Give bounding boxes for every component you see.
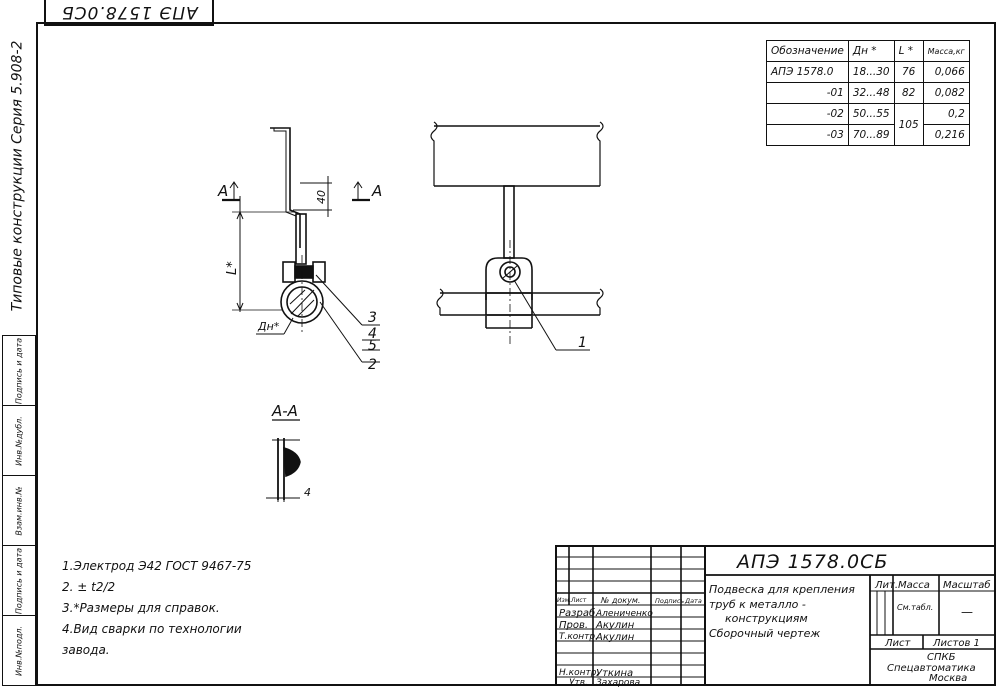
- sheet-label: Лист: [885, 638, 911, 649]
- org-2: Спецавтоматика: [887, 663, 976, 674]
- note-3: 3.*Размеры для справок.: [62, 601, 220, 615]
- note-5: завода.: [62, 643, 110, 657]
- nut-left: [282, 261, 296, 283]
- pos-2: 2: [368, 357, 377, 373]
- angle-profile: [270, 127, 301, 248]
- col-header-doc: № докум.: [601, 596, 641, 605]
- col-header-date: Дата: [685, 597, 702, 605]
- front-view: [222, 127, 380, 363]
- dim-4: 4: [304, 486, 311, 499]
- role-prov: Пров.: [559, 620, 589, 631]
- dim-l: L*: [225, 261, 240, 275]
- name-utv: Захарова: [596, 678, 641, 688]
- title-name-4: Сборочный чертеж: [709, 627, 821, 640]
- side-col: Подпись и дата: [3, 336, 35, 406]
- title-code: АПЭ 1578.0СБ: [737, 551, 889, 573]
- scale-value: —: [961, 605, 973, 619]
- org-1: СПКБ: [927, 652, 956, 663]
- name-razrab: Алениченко: [596, 609, 653, 619]
- role-nkontr: Н.контр.: [559, 668, 600, 678]
- side-columns: Подпись и дата Инв.№дубл. Взам.инв.№ Под…: [2, 335, 36, 686]
- mass-label: Масса: [898, 580, 930, 591]
- side-col: Подпись и дата: [3, 546, 35, 616]
- top-stamp: АПЭ 1578.0СБ: [44, 0, 214, 26]
- name-tkontr: Акулин: [596, 632, 635, 643]
- title-block: АПЭ 1578.0СБ Подвеска для крепления труб…: [555, 545, 996, 688]
- spec-header-row: Обозначение Дн * L * Масса,кг: [766, 40, 970, 62]
- pos-3: 3: [368, 310, 377, 326]
- role-utv: Утв.: [569, 678, 588, 688]
- spec-row: -02 50...55 105 0,2: [766, 103, 970, 146]
- dim-dn: Дн*: [257, 320, 280, 333]
- role-tkontr: Т.контр.: [559, 632, 599, 642]
- col-header-list: Лист: [571, 597, 587, 604]
- org-3: Москва: [929, 673, 968, 684]
- note-4: 4.Вид сварки по технологии: [62, 622, 242, 636]
- section-mark-a-right: А: [371, 182, 382, 200]
- spec-table: Обозначение Дн * L * Масса,кг АПЭ 1578.0…: [766, 40, 970, 146]
- notes: 1.Электрод Э42 ГОСТ 9467-75 2. ± t2/2 3.…: [62, 556, 251, 661]
- spec-row: -03 70...89 0,216: [766, 124, 970, 146]
- col-header-izm: Изм.: [557, 597, 572, 604]
- role-razrab: Разраб.: [559, 608, 599, 619]
- scale-label: Масштаб: [943, 580, 991, 591]
- title-name-2: труб к металло -: [709, 598, 806, 611]
- name-nkontr: Уткина: [596, 668, 634, 679]
- pos-4: 4: [368, 326, 377, 342]
- title-name-3: конструкциям: [725, 612, 808, 625]
- mass-value: См.табл.: [897, 603, 934, 612]
- side-view: [430, 121, 604, 351]
- nut-right: [312, 261, 326, 283]
- spec-header: Обозначение: [766, 40, 849, 62]
- note-1: 1.Электрод Э42 ГОСТ 9467-75: [62, 559, 252, 573]
- sheets-label: Листов 1: [933, 638, 980, 649]
- pos-1: 1: [578, 335, 587, 351]
- drawing-frame: [36, 22, 996, 686]
- side-col: Инв.№дубл.: [3, 406, 35, 476]
- note-2: 2. ± t2/2: [62, 580, 116, 594]
- title-block-grid: [555, 545, 996, 686]
- section-title: А-А: [271, 402, 298, 420]
- section-mark-a-left: А: [217, 182, 228, 200]
- hanger-strip: [295, 213, 307, 265]
- weld-seam: [283, 446, 301, 478]
- section-a-a: [266, 438, 301, 502]
- hanger-strip-side: [503, 185, 515, 259]
- lit-label: Лит.: [875, 580, 899, 591]
- col-header-sign: Подпись: [655, 597, 685, 605]
- pos-5: 5: [368, 338, 377, 354]
- title-name-1: Подвеска для крепления: [709, 583, 855, 596]
- side-col: Взам.инв.№: [3, 476, 35, 546]
- dim-40: 40: [315, 190, 328, 204]
- name-prov: Акулин: [596, 620, 635, 631]
- spec-row: АПЭ 1578.0 18...30 76 0,066: [766, 61, 970, 83]
- spec-row: -01 32...48 82 0,082: [766, 82, 970, 104]
